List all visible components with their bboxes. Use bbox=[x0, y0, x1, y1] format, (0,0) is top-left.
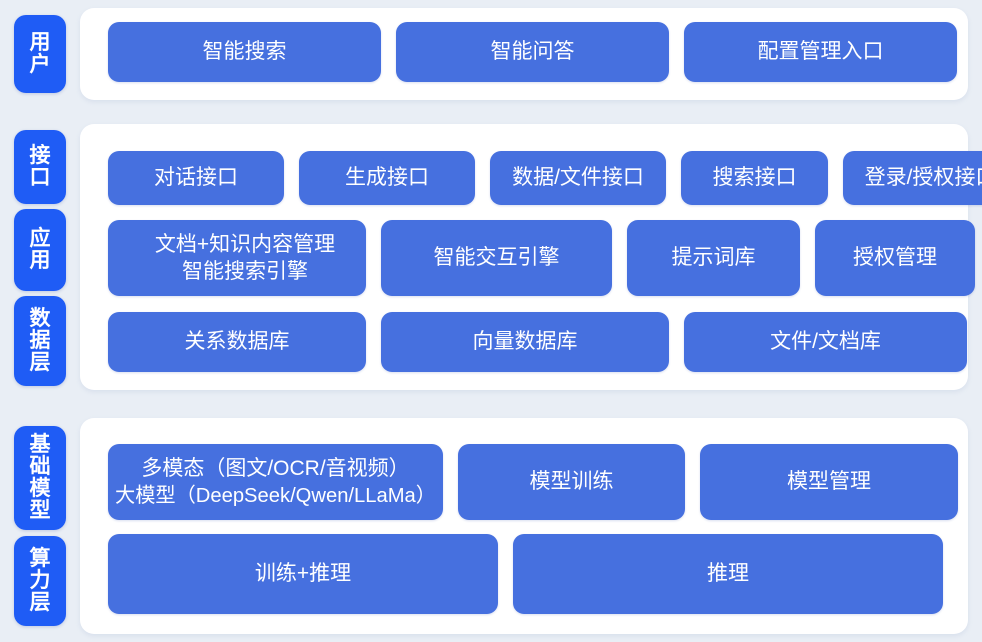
rail-char: 用 bbox=[29, 30, 51, 54]
compute-layer-row: 训练+推理 推理 bbox=[108, 534, 943, 614]
card-label: 模型训练 bbox=[529, 470, 614, 494]
rail-label-user[interactable]: 用 户 bbox=[14, 15, 66, 93]
card-model-management[interactable]: 模型管理 bbox=[700, 444, 958, 520]
card-label: 向量数据库 bbox=[472, 330, 578, 354]
card-model-training[interactable]: 模型训练 bbox=[458, 444, 685, 520]
rail-char: 模 bbox=[29, 477, 51, 500]
card-file-document-store[interactable]: 文件/文档库 bbox=[684, 312, 967, 372]
rail-char: 据 bbox=[29, 328, 51, 352]
card-label: 提示词库 bbox=[671, 246, 756, 270]
rail-label-interface[interactable]: 接 口 bbox=[14, 130, 66, 204]
rail-char: 础 bbox=[29, 454, 51, 478]
rail-char: 用 bbox=[29, 249, 51, 272]
rail-label-application[interactable]: 应 用 bbox=[14, 209, 66, 291]
card-label-line1: 多模态（图文/OCR/音视频） bbox=[141, 457, 410, 481]
card-label-line2: 智能搜索引擎 bbox=[182, 260, 308, 283]
card-dialog-api[interactable]: 对话接口 bbox=[108, 151, 284, 205]
card-authorization-management[interactable]: 授权管理 bbox=[815, 220, 975, 296]
card-label: 搜索接口 bbox=[712, 166, 797, 190]
card-label: 关系数据库 bbox=[184, 330, 290, 354]
rail-char: 算 bbox=[29, 546, 51, 570]
card-relational-database[interactable]: 关系数据库 bbox=[108, 312, 366, 372]
card-label: 授权管理 bbox=[853, 246, 937, 270]
card-generation-api[interactable]: 生成接口 bbox=[299, 151, 475, 205]
card-label: 智能交互引擎 bbox=[433, 246, 560, 270]
card-smart-interaction-engine[interactable]: 智能交互引擎 bbox=[381, 220, 612, 296]
card-config-management-entry[interactable]: 配置管理入口 bbox=[684, 22, 957, 82]
application-row: 文档+知识内容管理 智能搜索引擎 智能交互引擎 提示词库 授权管理 bbox=[108, 220, 975, 296]
card-data-file-api[interactable]: 数据/文件接口 bbox=[490, 151, 666, 205]
card-vector-database[interactable]: 向量数据库 bbox=[381, 312, 669, 372]
card-search-api[interactable]: 搜索接口 bbox=[681, 151, 828, 205]
card-label: 登录/授权接口 bbox=[864, 166, 982, 190]
card-label: 数据/文件接口 bbox=[512, 166, 644, 190]
card-training-plus-inference[interactable]: 训练+推理 bbox=[108, 534, 498, 614]
card-label: 智能问答 bbox=[490, 40, 575, 64]
rail-char: 接 bbox=[29, 143, 51, 167]
card-label: 模型管理 bbox=[787, 470, 871, 494]
card-label: 训练+推理 bbox=[254, 562, 352, 586]
card-inference[interactable]: 推理 bbox=[513, 534, 943, 614]
data-layer-row: 关系数据库 向量数据库 文件/文档库 bbox=[108, 312, 967, 372]
card-label: 推理 bbox=[707, 562, 749, 586]
card-label: 对话接口 bbox=[154, 166, 238, 190]
rail-label-foundation-model[interactable]: 基 础 模 型 bbox=[14, 426, 66, 530]
section-user-row-1: 智能搜索 智能问答 配置管理入口 bbox=[108, 22, 957, 82]
foundation-model-row: 多模态（图文/OCR/音视频） 大模型（DeepSeek/Qwen/LLaMa）… bbox=[108, 444, 958, 520]
card-label-line2: 大模型（DeepSeek/Qwen/LLaMa） bbox=[115, 484, 436, 507]
card-label: 文件/文档库 bbox=[770, 330, 881, 354]
card-label-line1: 文档+知识内容管理 bbox=[154, 232, 336, 256]
section-user-rail: 用 户 bbox=[14, 8, 66, 100]
card-smart-qa[interactable]: 智能问答 bbox=[396, 22, 669, 82]
card-login-auth-api[interactable]: 登录/授权接口 bbox=[843, 151, 982, 205]
rail-label-compute-layer[interactable]: 算 力 层 bbox=[14, 536, 66, 626]
card-label: 生成接口 bbox=[345, 166, 429, 190]
interface-row: 对话接口 生成接口 数据/文件接口 搜索接口 登录/授权接口 bbox=[108, 151, 982, 205]
rail-char: 应 bbox=[29, 226, 51, 250]
rail-char: 数 bbox=[29, 306, 51, 330]
card-doc-knowledge-management[interactable]: 文档+知识内容管理 智能搜索引擎 bbox=[108, 220, 366, 296]
rail-char: 户 bbox=[29, 53, 51, 76]
section-interface-application-data-rail: 接 口 应 用 数 据 层 bbox=[14, 124, 66, 390]
card-smart-search[interactable]: 智能搜索 bbox=[108, 22, 381, 82]
rail-char: 力 bbox=[29, 568, 51, 592]
section-foundation-model-compute-rail: 基 础 模 型 算 力 层 bbox=[14, 418, 66, 634]
card-label: 配置管理入口 bbox=[757, 40, 884, 64]
card-multimodal-large-model[interactable]: 多模态（图文/OCR/音视频） 大模型（DeepSeek/Qwen/LLaMa） bbox=[108, 444, 443, 520]
rail-char: 层 bbox=[29, 351, 51, 375]
rail-char: 基 bbox=[29, 432, 51, 456]
card-prompt-library[interactable]: 提示词库 bbox=[627, 220, 800, 296]
rail-char: 型 bbox=[29, 499, 51, 523]
card-label: 智能搜索 bbox=[202, 40, 287, 64]
rail-char: 口 bbox=[29, 166, 51, 189]
rail-label-data-layer[interactable]: 数 据 层 bbox=[14, 296, 66, 386]
rail-char: 层 bbox=[29, 591, 51, 615]
